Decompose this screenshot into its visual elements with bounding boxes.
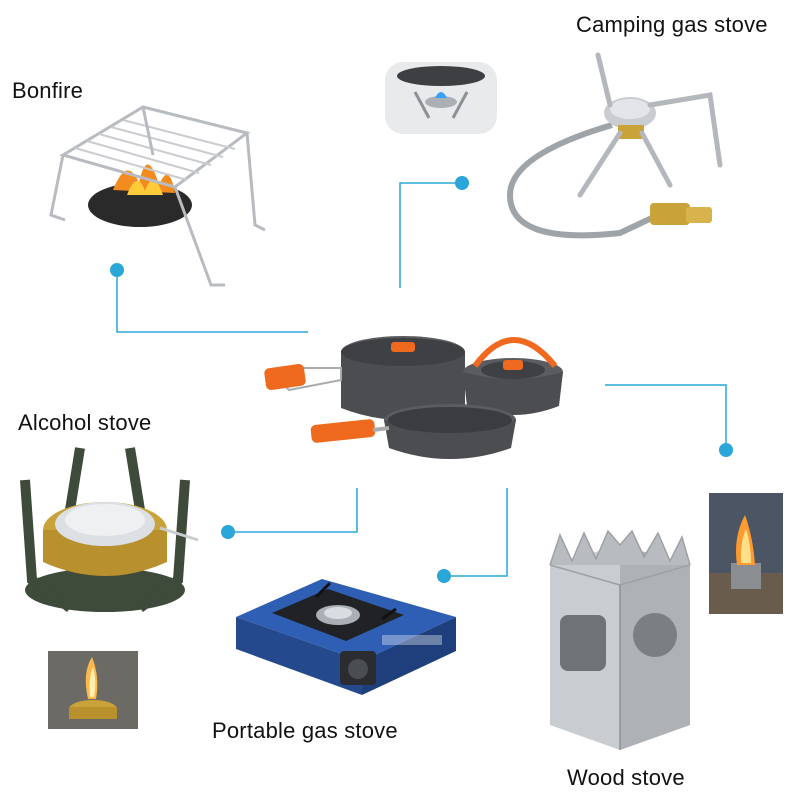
alcohol-stove-inset [48, 651, 138, 729]
connector-portable-gas-stove [444, 488, 508, 577]
camping-gas-stove-image [506, 52, 723, 239]
portable-gas-stove-image [236, 579, 456, 695]
connector-dot [221, 525, 235, 539]
connector-camping-gas-stove [399, 182, 462, 288]
label-wood-stove: Wood stove [567, 765, 685, 790]
label-bonfire: Bonfire [12, 78, 84, 103]
label-camping-gas-stove: Camping gas stove [576, 12, 768, 37]
connector-dot [455, 176, 469, 190]
bonfire-grill-image [49, 105, 266, 287]
connector-dot [719, 443, 733, 457]
connector-dot [110, 263, 124, 277]
connector-dot [437, 569, 451, 583]
label-alcohol-stove: Alcohol stove [18, 410, 152, 435]
wood-stove-inset [709, 493, 783, 614]
connector-alcohol-stove [228, 488, 358, 533]
camping-gas-stove-inset [385, 62, 497, 134]
alcohol-stove-image [20, 447, 199, 613]
label-portable-gas-stove: Portable gas stove [212, 718, 398, 743]
connector-wood-stove [605, 384, 727, 450]
wood-stove-image [549, 529, 691, 750]
cookware-set-image [264, 336, 563, 459]
connector-bonfire [116, 270, 308, 333]
